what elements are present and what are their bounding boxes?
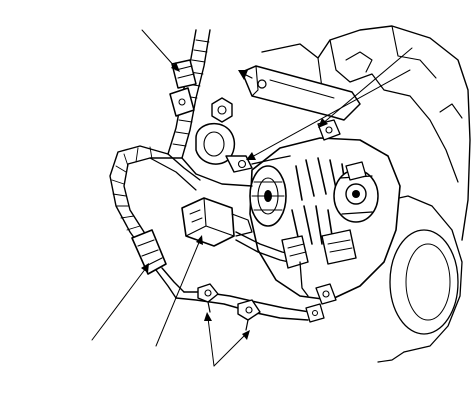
callout-body-bracket <box>318 47 413 128</box>
engine-block <box>261 25 471 363</box>
terminal-nut <box>195 97 291 173</box>
wire-harness <box>109 29 253 247</box>
ground-cable <box>175 283 325 331</box>
callout-ground-bolt-right <box>213 330 250 367</box>
body-bracket <box>238 65 361 121</box>
alternator <box>249 119 401 305</box>
alternator-lead <box>235 231 309 297</box>
callout-alternator-connector <box>155 235 203 347</box>
callout-terminal-nut <box>246 69 411 160</box>
callout-harness-clip <box>141 29 180 72</box>
side-connector <box>131 229 185 299</box>
callout-ground-bolt-left <box>204 312 215 367</box>
callout-harness-connector <box>91 263 149 341</box>
harness-connector <box>181 197 253 247</box>
callouts <box>91 29 413 367</box>
